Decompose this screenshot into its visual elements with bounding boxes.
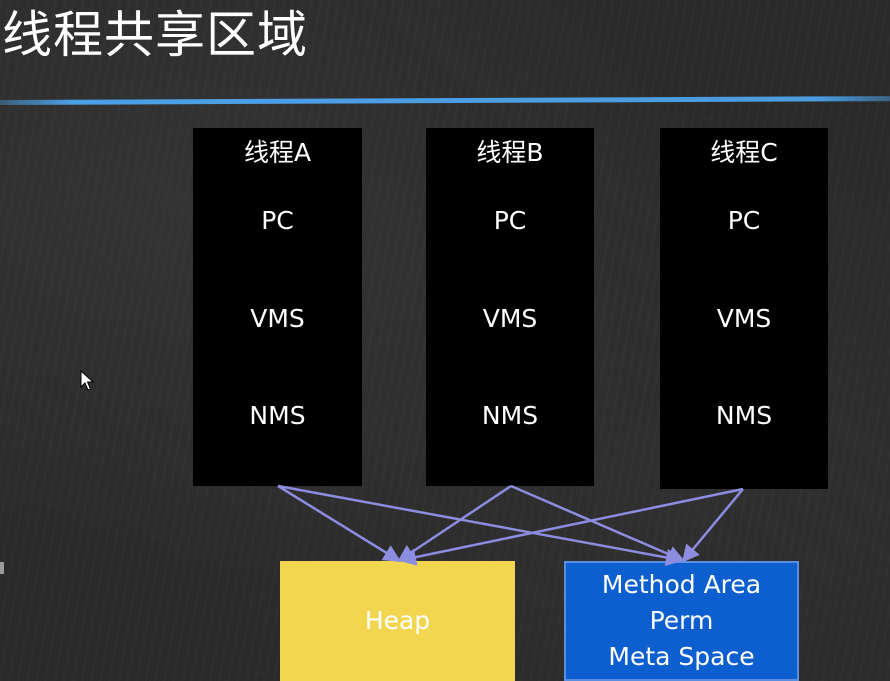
thread-box-c: 线程C PC VMS NMS (660, 128, 828, 489)
thread-a-pc: PC (261, 206, 294, 235)
title-underline (0, 96, 890, 105)
heap-box: Heap (280, 561, 515, 681)
arrow-a-to-heap (277, 484, 401, 562)
thread-b-vms: VMS (482, 304, 538, 333)
thread-b-nms: NMS (481, 401, 539, 430)
thread-box-a: 线程A PC VMS NMS (193, 128, 362, 486)
edge-mark (0, 562, 4, 574)
meta-space-label: Meta Space (608, 642, 755, 671)
thread-b-pc: PC (493, 206, 527, 235)
slide-title: 线程共享区域 (2, 6, 308, 64)
method-area-box: Method Area Perm Meta Space (564, 561, 799, 681)
thread-a-nms: NMS (249, 401, 306, 430)
thread-c-pc: PC (727, 206, 761, 235)
arrow-a-to-method-area (277, 484, 684, 567)
arrow-b-to-method-area (510, 484, 686, 563)
arrow-c-to-method-area (681, 488, 744, 563)
thread-c-nms: NMS (715, 401, 773, 430)
method-area-label: Method Area (601, 570, 762, 599)
thread-c-vms: VMS (716, 304, 772, 333)
perm-label: Perm (649, 606, 714, 635)
arrow-b-to-heap (397, 484, 512, 562)
heap-label: Heap (364, 606, 431, 635)
arrow-c-to-heap (398, 487, 744, 566)
thread-a-vms: VMS (250, 304, 305, 333)
thread-c-name: 线程C (710, 138, 778, 167)
mouse-pointer-icon (80, 370, 94, 391)
thread-box-b: 线程B PC VMS NMS (426, 128, 594, 486)
thread-b-name: 线程B (476, 138, 544, 167)
thread-a-name: 线程A (243, 138, 312, 167)
